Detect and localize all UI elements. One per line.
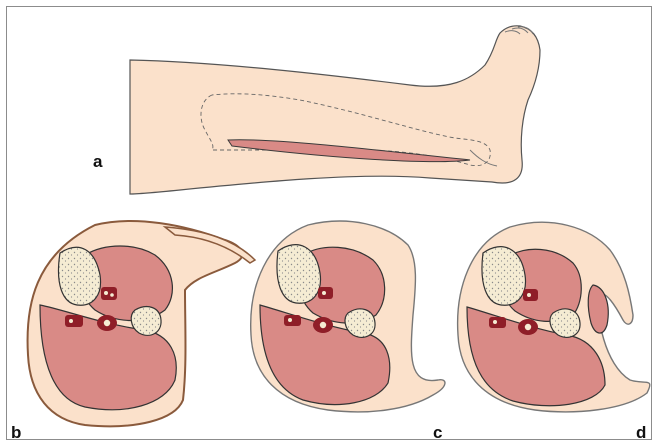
cross-section-d: [458, 222, 650, 412]
panel-label-b: b: [11, 424, 21, 441]
cross-section-b: [28, 221, 255, 426]
panel-label-d: d: [636, 424, 646, 441]
leg-outline: [130, 26, 540, 194]
leg-drawing: [130, 26, 540, 194]
fibula-b: [131, 307, 161, 336]
panel-label-a: a: [93, 153, 102, 170]
panel-label-c: c: [433, 424, 442, 441]
cross-section-c: [251, 221, 445, 412]
